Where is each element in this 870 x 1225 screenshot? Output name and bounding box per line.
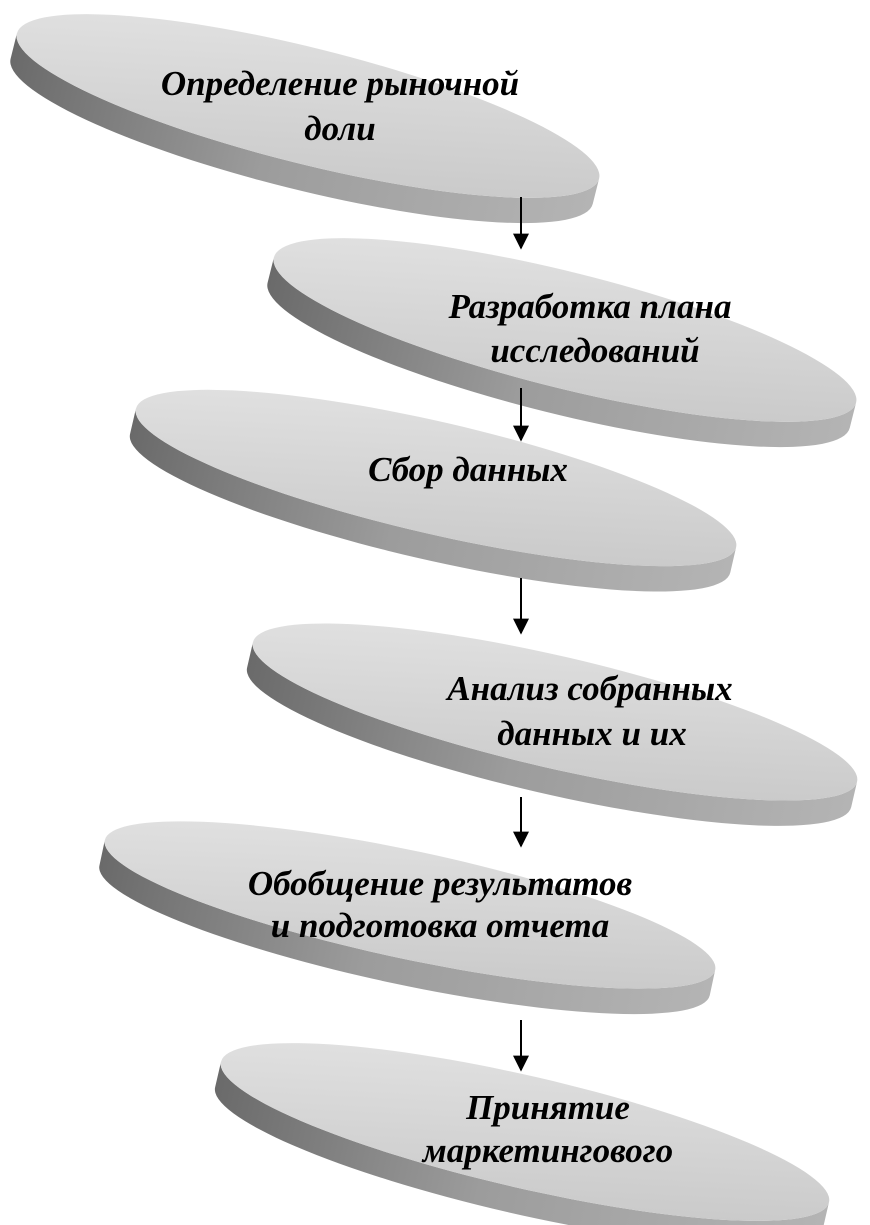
step-4-disc-side	[246, 642, 858, 826]
step-2-disc-side	[267, 257, 857, 448]
step-3-disc: Сбор данных	[129, 389, 737, 592]
step-1-label-line-2: доли	[304, 109, 375, 148]
step-3-label-line-1: Сбор данных	[368, 450, 568, 489]
step-3-disc-shape	[129, 389, 737, 592]
step-4-disc-top	[252, 623, 858, 801]
step-6-disc-side	[214, 1061, 830, 1225]
step-6-label-line-1: Принятие	[465, 1088, 630, 1127]
step-2-disc-shape	[267, 238, 857, 448]
step-5-disc-side	[99, 840, 716, 1015]
step-6-label-line-2: маркетингового	[421, 1131, 673, 1170]
step-2-disc-top	[273, 238, 857, 422]
step-1-disc-top	[16, 14, 600, 198]
step-4-label-line-1: Анализ собранных	[445, 669, 732, 708]
step-3-disc-side	[129, 408, 737, 592]
step-4-label-line-2: данных и их	[497, 714, 686, 753]
step-2-label-line-1: Разработка плана	[448, 287, 732, 326]
step-3-disc-top	[135, 389, 737, 567]
step-2-disc: Разработка плана исследований	[267, 238, 857, 448]
step-6-disc-top	[220, 1043, 830, 1221]
step-5-disc: Обобщение результатов и подготовка отчет…	[99, 821, 716, 1015]
step-1-disc-shape	[10, 14, 600, 224]
step-6-disc: Принятие маркетингового	[214, 1043, 830, 1225]
step-6-disc-shape	[214, 1043, 830, 1225]
step-4-disc-shape	[246, 623, 858, 826]
step-5-label-line-2: и подготовка отчета	[271, 906, 609, 945]
step-1-disc: Определение рыночной доли	[10, 14, 600, 224]
step-2-label-line-2: исследований	[490, 331, 699, 370]
step-1-disc-side	[10, 33, 600, 224]
step-5-disc-top	[104, 821, 716, 989]
step-1-label-line-1: Определение рыночной	[161, 64, 519, 103]
step-5-label-line-1: Обобщение результатов	[248, 864, 633, 903]
step-4-disc: Анализ собранных данных и их	[246, 623, 858, 826]
step-5-disc-shape	[99, 821, 716, 1015]
